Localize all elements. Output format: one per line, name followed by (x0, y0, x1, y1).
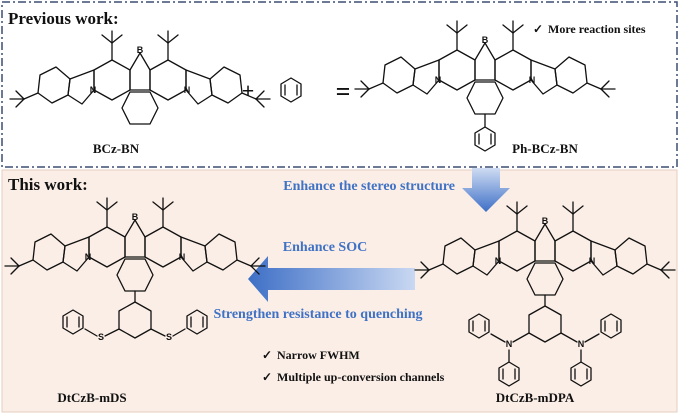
phbczbn-nitrogen-left: N (435, 75, 442, 85)
arrow-label-stereo: Enhance the stereo structure (283, 179, 455, 194)
dtczbmdpa-label: DtCzB-mDPA (496, 390, 575, 405)
bczbn-label: BCz-BN (93, 141, 140, 156)
arrow-label-quench: Strengthen resistance to quenching (213, 307, 422, 322)
check-icon: ✓ (533, 22, 543, 36)
previous-work-title: Previous work: (8, 9, 119, 28)
dtczbmds-sulfur-right: S (166, 332, 172, 342)
dtczbmdpa-nitrogen-right: N (589, 256, 596, 266)
dtczbmdpa-structure (414, 201, 676, 387)
check-icon-multiple: ✓ (262, 370, 272, 384)
dtczbmdpa-nitrogen-amine-left: N (506, 339, 513, 349)
arrow-label-soc: Enhance SOC (283, 240, 367, 255)
note-multiple-channels: Multiple up-conversion channels (277, 370, 445, 384)
this-work-panel (1, 169, 678, 413)
dtczbmds-nitrogen-right: N (179, 252, 186, 262)
dtczbmdpa-nitrogen-left: N (495, 256, 502, 266)
equals-sign: = (336, 77, 351, 106)
previous-work-frame (1, 1, 678, 168)
phbczbn-boron: B (482, 35, 489, 45)
check-icon-narrow: ✓ (262, 348, 272, 362)
left-arrow (248, 256, 415, 302)
bczbn-boron: B (137, 45, 144, 55)
dtczbmds-sulfur-left: S (98, 332, 104, 342)
phbczbn-structure (354, 20, 616, 152)
bczbn-nitrogen-right: N (184, 85, 191, 95)
dtczbmds-nitrogen-left: N (85, 252, 92, 262)
down-arrow (462, 168, 510, 212)
dtczbmds-label: DtCzB-mDS (57, 390, 126, 405)
note-more-sites: More reaction sites (548, 22, 646, 36)
plus-sign: + (242, 78, 255, 103)
dtczbmdpa-nitrogen-amine-right: N (578, 339, 585, 349)
this-work-title: This work: (8, 175, 88, 194)
dtczbmds-boron: B (132, 212, 139, 222)
dtczbmdpa-boron: B (542, 216, 549, 226)
phbczbn-nitrogen-right: N (529, 75, 536, 85)
note-narrow-fwhm: Narrow FWHM (277, 348, 360, 362)
phbczbn-label: Ph-BCz-BN (512, 141, 578, 156)
bczbn-nitrogen-left: N (90, 85, 97, 95)
dtczbmds-structure (4, 197, 266, 339)
